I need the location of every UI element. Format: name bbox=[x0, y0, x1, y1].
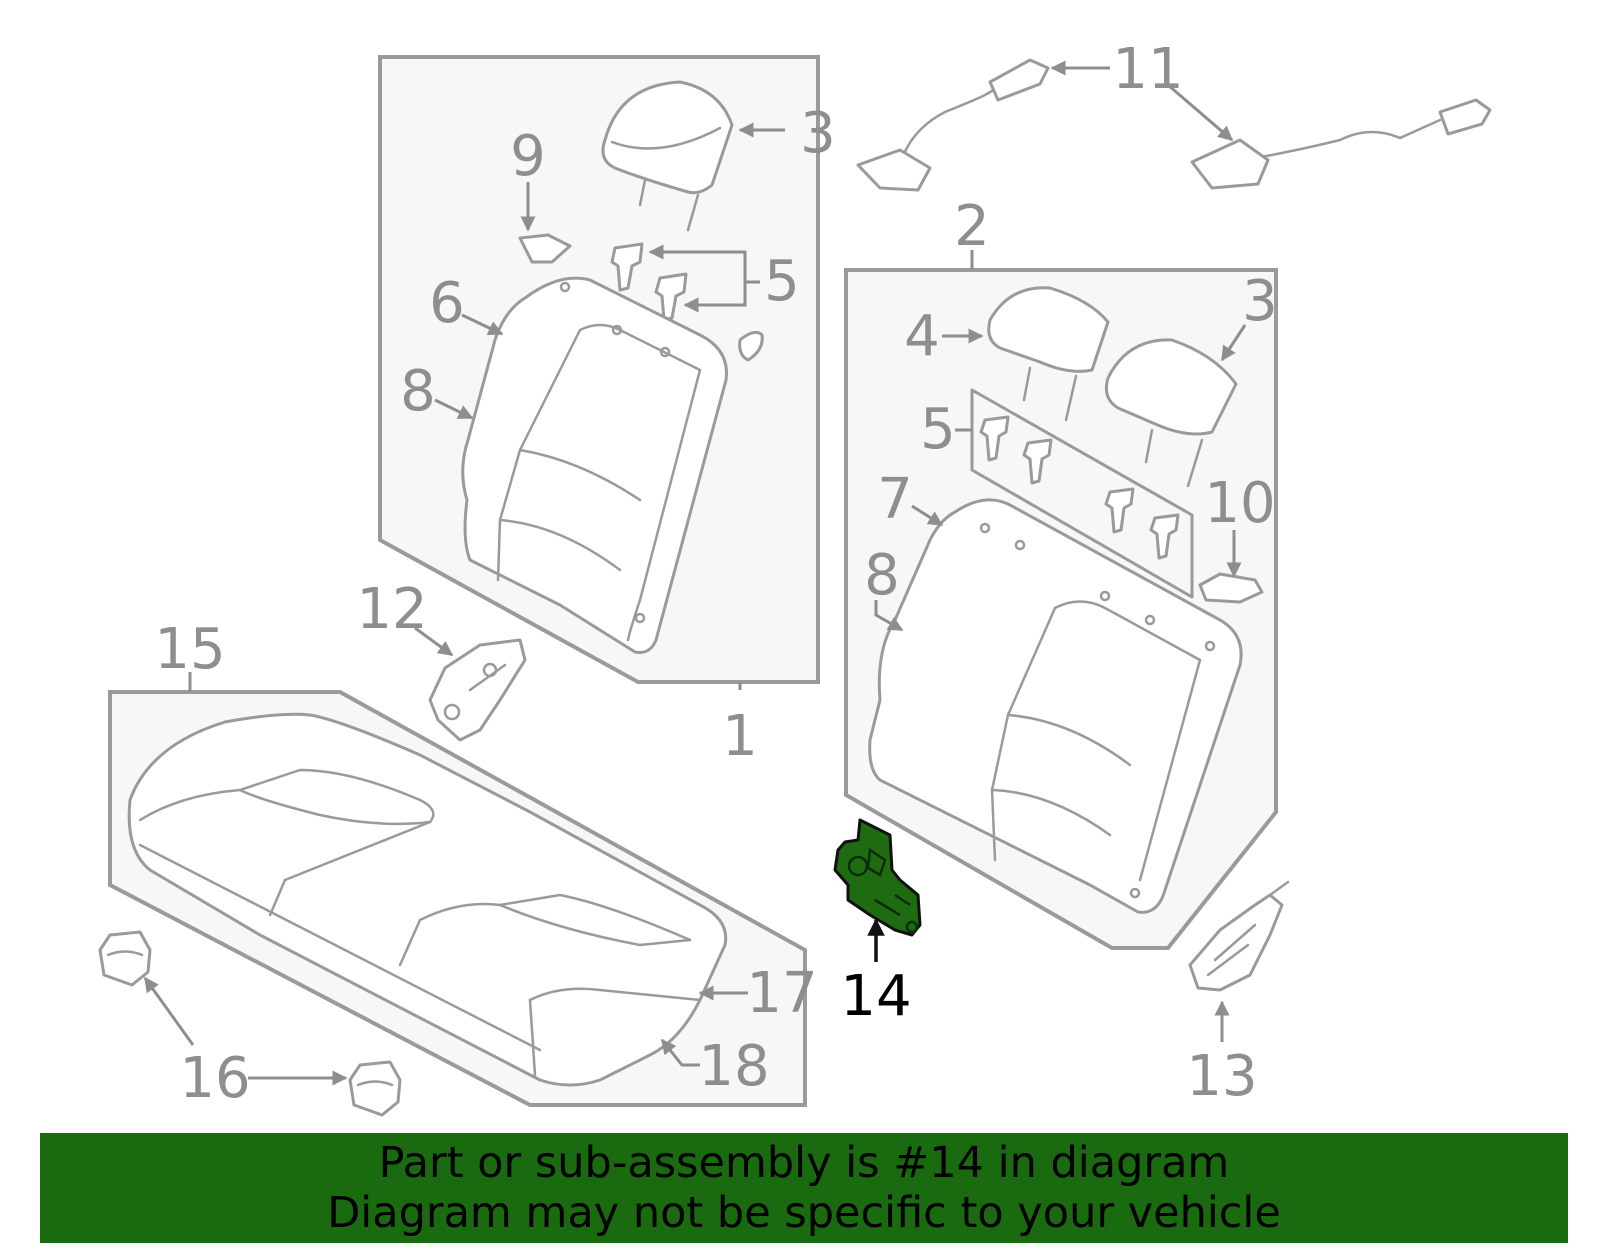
clips-16 bbox=[98, 930, 402, 1117]
hinge-13 bbox=[1188, 880, 1290, 992]
headrest-left bbox=[601, 80, 734, 232]
callout-8-left: 8 bbox=[400, 359, 436, 424]
panel-15-seat-cushion bbox=[108, 690, 807, 1107]
callout-6: 6 bbox=[429, 271, 465, 336]
callout-18: 18 bbox=[698, 1034, 769, 1099]
small-cover bbox=[738, 330, 764, 362]
notice-banner: Part or sub-assembly is #14 in diagram D… bbox=[40, 1133, 1568, 1243]
callout-5-left: 5 bbox=[764, 249, 800, 314]
callout-1: 1 bbox=[722, 704, 758, 769]
callout-14[interactable]: 14 bbox=[840, 964, 911, 1029]
release-cable-11 bbox=[856, 58, 1492, 192]
headrest-guides-left bbox=[610, 242, 688, 322]
hinge-12 bbox=[428, 638, 527, 742]
callout-13: 13 bbox=[1186, 1044, 1257, 1109]
callout-5-right: 5 bbox=[920, 397, 956, 462]
callout-10: 10 bbox=[1204, 471, 1275, 536]
callout-17: 17 bbox=[746, 961, 817, 1026]
leader-lines bbox=[143, 60, 1247, 1086]
callout-11: 11 bbox=[1112, 37, 1183, 102]
callout-7: 7 bbox=[877, 467, 913, 532]
banner-line-2: Diagram may not be specific to your vehi… bbox=[327, 1188, 1281, 1238]
callout-2: 2 bbox=[954, 194, 990, 259]
highlighted-part-14[interactable] bbox=[833, 818, 922, 937]
callout-16: 16 bbox=[179, 1046, 250, 1111]
callout-4: 4 bbox=[904, 304, 940, 369]
clip-9 bbox=[518, 233, 572, 264]
callout-9: 9 bbox=[510, 124, 546, 189]
headrest-4 bbox=[987, 286, 1110, 422]
panel-2-right-seatback bbox=[844, 268, 1278, 950]
headrest-guides-right bbox=[979, 415, 1180, 560]
callout-15: 15 bbox=[154, 617, 225, 682]
callout-3-left: 3 bbox=[800, 101, 836, 166]
callout-3-right: 3 bbox=[1242, 269, 1278, 334]
callout-labels: 1 2 3 3 4 5 5 6 7 8 8 9 10 11 12 13 14 1… bbox=[154, 37, 1277, 1111]
panel-1-left-seatback bbox=[378, 55, 820, 684]
callout-8-right: 8 bbox=[864, 543, 900, 608]
seat-cushion bbox=[127, 712, 728, 1087]
banner-line-1: Part or sub-assembly is #14 in diagram bbox=[378, 1138, 1230, 1188]
callout-12: 12 bbox=[356, 577, 427, 642]
headrest-right bbox=[1104, 338, 1238, 488]
seatback-left bbox=[461, 276, 728, 654]
clip-10 bbox=[1198, 572, 1264, 604]
